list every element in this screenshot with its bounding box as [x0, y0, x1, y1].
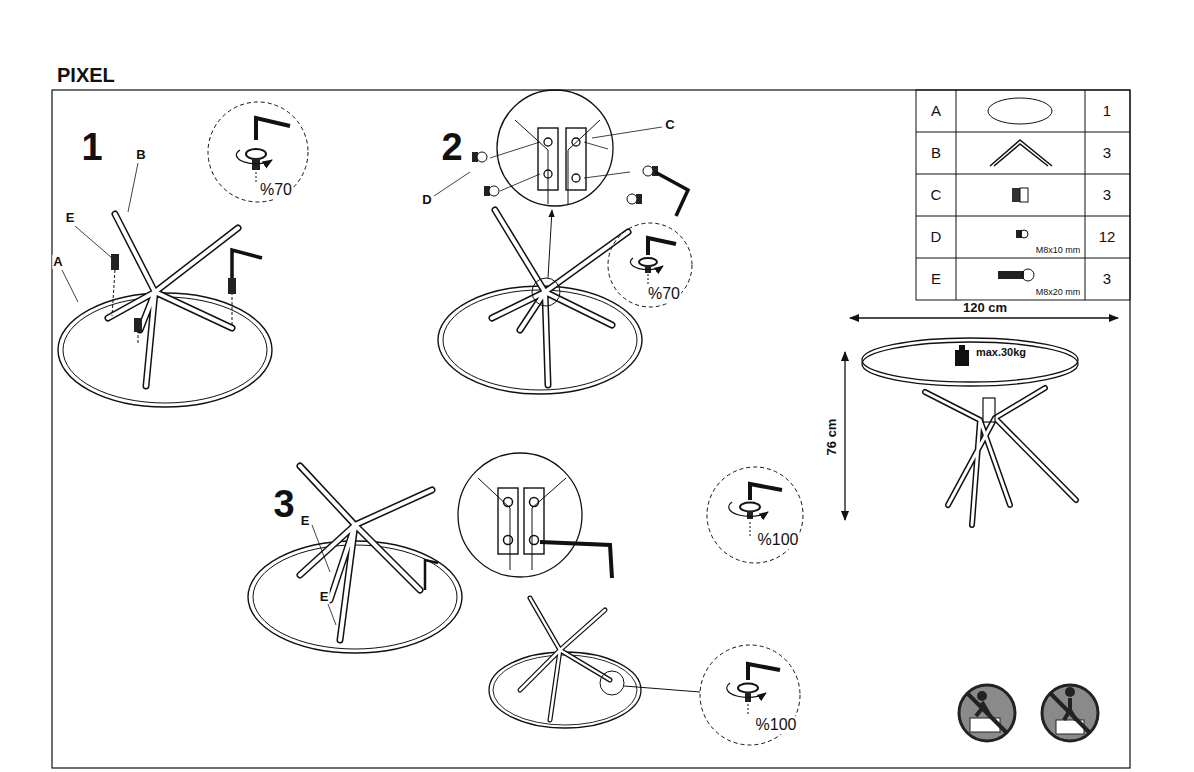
table-cell: M8x20 mm	[1035, 288, 1082, 298]
part-letter: B	[135, 148, 146, 162]
load-limit: max.30kg	[975, 346, 1027, 358]
part-letter: C	[664, 118, 675, 132]
part-letter: E	[300, 514, 311, 528]
step-number: 1	[80, 127, 103, 169]
table-cell: 12	[1098, 229, 1117, 246]
step-number: 3	[272, 484, 295, 526]
product-title: PIXEL	[57, 64, 115, 86]
table-cell: D	[930, 229, 943, 246]
table-cell: 3	[1102, 187, 1112, 204]
part-letter: E	[65, 211, 76, 225]
part-letter: A	[52, 255, 63, 269]
table-cell: M8x10 mm	[1035, 246, 1082, 256]
table-cell: C	[930, 187, 943, 204]
step-number: 2	[440, 127, 463, 169]
table-cell: A	[930, 103, 942, 120]
part-letter: D	[421, 193, 432, 207]
dimension-label: 120 cm	[962, 301, 1008, 315]
torque-value: %70	[259, 181, 293, 199]
torque-value: %70	[647, 285, 681, 303]
table-cell: 3	[1102, 145, 1112, 162]
torque-value: %100	[755, 716, 798, 734]
table-cell: E	[930, 271, 942, 288]
table-cell: 1	[1102, 103, 1112, 120]
table-cell: 3	[1102, 271, 1112, 288]
torque-value: %100	[757, 531, 800, 549]
table-cell: B	[930, 145, 942, 162]
part-letter: E	[319, 590, 330, 604]
dimension-label: 76 cm	[825, 418, 839, 457]
